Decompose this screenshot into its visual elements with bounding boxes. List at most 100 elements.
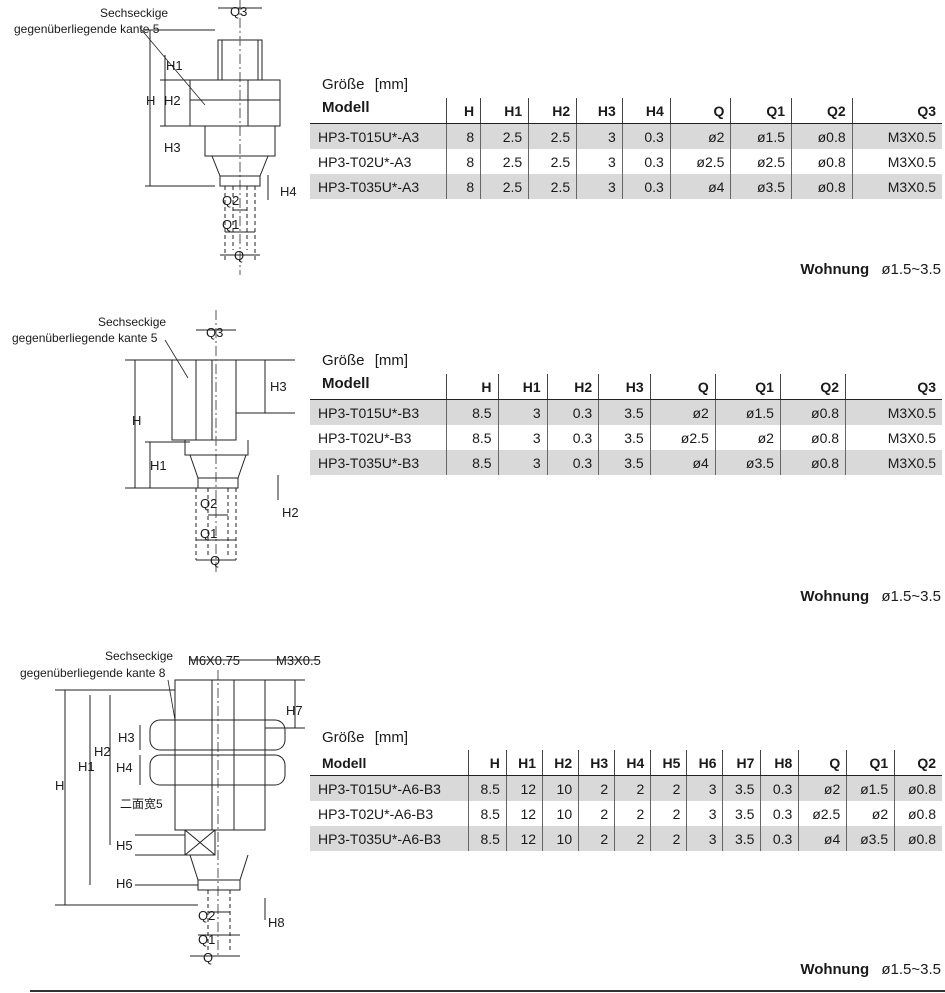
value-cell: ø2 <box>714 425 781 450</box>
value-cell: 8 <box>445 174 481 199</box>
dim-h4: H4 <box>280 184 297 199</box>
value-cell: 2.5 <box>480 174 529 199</box>
value-cell: 3.5 <box>598 399 651 425</box>
value-cell: 2.5 <box>528 149 577 174</box>
value-cell: 8 <box>445 123 481 149</box>
value-cell: ø1.5 <box>846 775 895 801</box>
value-cell: 0.3 <box>760 775 799 801</box>
dim-q1: Q1 <box>222 217 239 232</box>
dim-q3: Q3 <box>230 4 247 19</box>
value-cell: 3.5 <box>722 801 761 826</box>
value-cell: 10 <box>542 801 579 826</box>
value-cell: 2 <box>578 826 615 851</box>
value-cell: M3X0.5 <box>851 174 942 199</box>
column-header: H2 <box>546 374 599 400</box>
hex-label-line2: gegenüberliegende kante 8 <box>20 666 166 680</box>
value-cell: M3X0.5 <box>845 450 942 475</box>
value-cell: ø2.5 <box>649 425 716 450</box>
value-cell: ø1.5 <box>730 123 792 149</box>
model-cell: HP3-T035U*-B3 <box>310 450 447 475</box>
value-cell: 0.3 <box>621 123 671 149</box>
column-header: H3 <box>576 98 623 124</box>
value-cell: M3X0.5 <box>851 123 942 149</box>
value-cell: 3.5 <box>722 826 761 851</box>
column-header: Q2 <box>791 98 853 124</box>
value-cell: 0.3 <box>760 801 799 826</box>
value-cell: ø0.8 <box>791 149 853 174</box>
unit: [mm] <box>374 729 409 746</box>
value-cell: M3X0.5 <box>851 149 942 174</box>
column-header: H6 <box>686 750 723 776</box>
flat-label: 二面宽5 <box>120 796 163 811</box>
column-header: H2 <box>542 750 579 776</box>
value-cell: 2 <box>578 775 615 801</box>
dim-h3: H3 <box>164 140 181 155</box>
value-cell: 2 <box>578 801 615 826</box>
value-cell: 3 <box>576 174 623 199</box>
unit-label: Größe <box>322 76 365 93</box>
unit-label: Größe <box>322 729 365 746</box>
column-header: Q2 <box>894 750 942 776</box>
value-cell: ø0.8 <box>791 174 853 199</box>
unit: [mm] <box>374 76 409 93</box>
value-cell: 3 <box>686 801 723 826</box>
wohnung-value: ø1.5~3.5 <box>881 588 941 605</box>
value-cell: 2.5 <box>528 123 577 149</box>
column-header: Q1 <box>846 750 895 776</box>
column-header: H2 <box>528 98 577 124</box>
column-header: H <box>445 98 481 124</box>
dim-h1: H1 <box>150 458 167 473</box>
value-cell: 3 <box>497 399 548 425</box>
dim-h5: H5 <box>116 838 133 853</box>
dim-q: Q <box>210 553 220 568</box>
column-header: H4 <box>614 750 651 776</box>
value-cell: 10 <box>542 826 579 851</box>
column-header: H <box>468 750 507 776</box>
thread-inner: M3X0.5 <box>276 653 321 668</box>
value-cell: 12 <box>505 775 543 801</box>
value-cell: 3 <box>576 123 623 149</box>
value-cell: 2 <box>650 826 687 851</box>
hex-label-line2: gegenüberliegende kante 5 <box>12 331 158 345</box>
value-cell: 12 <box>505 801 543 826</box>
value-cell: ø0.8 <box>894 775 942 801</box>
value-cell: ø2 <box>846 801 895 826</box>
column-header: Q2 <box>779 374 846 400</box>
model-cell: HP3-T02U*-B3 <box>318 429 412 446</box>
value-cell: 2.5 <box>528 174 577 199</box>
model-cell: HP3-T015U*-B3 <box>310 399 447 425</box>
value-cell: M3X0.5 <box>845 425 942 450</box>
value-cell: 10 <box>542 775 579 801</box>
value-cell: 8.5 <box>468 801 507 826</box>
value-cell: 3.5 <box>598 425 651 450</box>
value-cell: 2 <box>614 775 651 801</box>
value-cell: ø2.5 <box>730 149 792 174</box>
model-cell: HP3-T02U*-A3 <box>318 153 412 170</box>
wohnung-label: Wohnung <box>800 261 870 278</box>
model-cell: HP3-T015U*-A3 <box>310 123 447 149</box>
column-header: H1 <box>505 750 543 776</box>
value-cell: 3.5 <box>598 450 651 475</box>
dim-h: H <box>55 778 64 793</box>
column-header: Q3 <box>851 98 942 124</box>
value-cell: 8.5 <box>446 399 499 425</box>
dim-q: Q <box>234 248 244 263</box>
dim-h8: H8 <box>268 915 285 930</box>
model-cell: HP3-T035U*-A6-B3 <box>310 826 469 851</box>
wohnung-note: Wohnung ø1.5~3.5 <box>800 261 941 278</box>
dim-h: H <box>146 93 155 108</box>
column-header: H3 <box>578 750 615 776</box>
column-header: H8 <box>760 750 799 776</box>
column-header: Q <box>798 750 847 776</box>
dim-q1: Q1 <box>198 932 215 947</box>
